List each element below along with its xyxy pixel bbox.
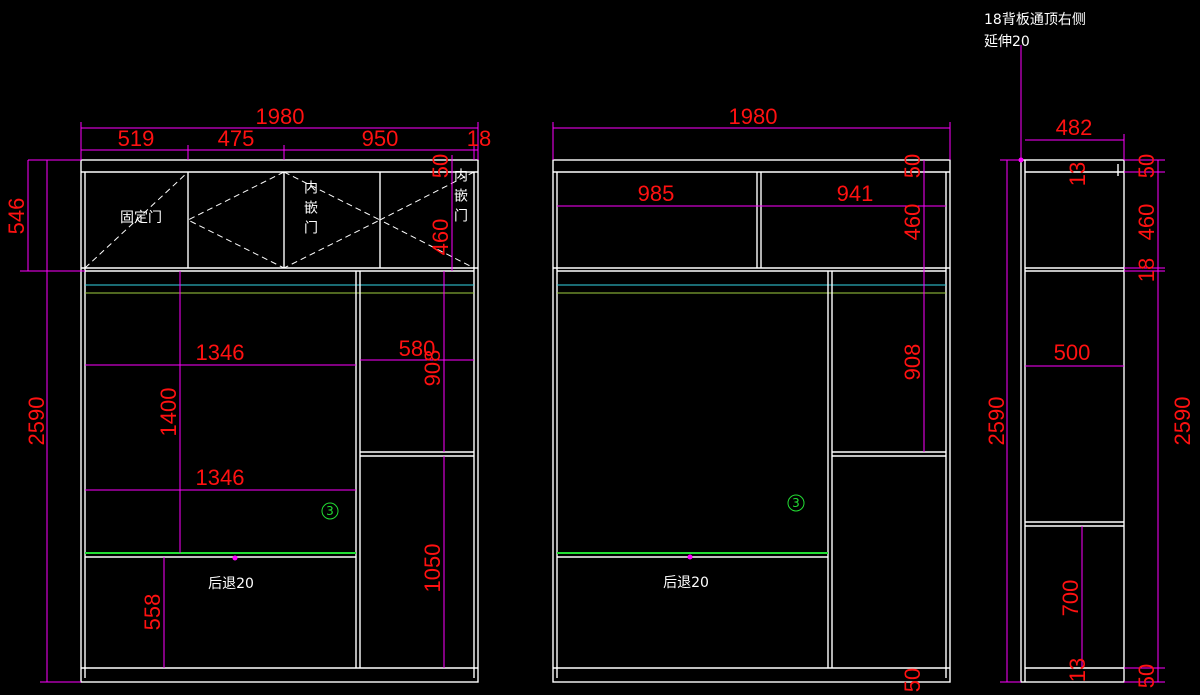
front-seg-3-label: 950 [362, 126, 399, 151]
side-cabinet-outline [1020, 159, 1125, 683]
middle-50-top-label: 50 [900, 154, 925, 178]
front-marker-circle [321, 502, 339, 520]
front-seg-4-label: 18 [467, 126, 491, 151]
middle-cabinet-outline [552, 159, 951, 683]
side-13-top-label: 13 [1065, 162, 1090, 186]
front-1346-lower-label: 1346 [196, 465, 245, 490]
middle-width-label: 1980 [729, 104, 778, 129]
side-13-bottom-label: 13 [1065, 658, 1090, 682]
front-setback-point [232, 555, 238, 561]
front-seg-2-label: 475 [218, 126, 255, 151]
side-700-label: 700 [1058, 580, 1083, 617]
middle-50-bottom-label: 50 [900, 668, 925, 692]
middle-908-label: 908 [900, 344, 925, 381]
front-908-label: 908 [420, 350, 445, 387]
middle-marker-circle [787, 494, 805, 512]
front-top-460-label: 460 [428, 219, 453, 256]
middle-view: 1980 985 941 50 460 908 50 后退20 3 [552, 104, 951, 692]
front-580-label: 580 [399, 336, 436, 361]
side-right-50-top-label: 50 [1134, 154, 1159, 178]
front-marker-label: 3 [326, 504, 334, 518]
front-inner-door-note-2: 内嵌门 [452, 168, 468, 228]
side-500-label: 500 [1054, 340, 1091, 365]
front-fixed-door-diagonal [84, 171, 189, 269]
front-1346-upper-label: 1346 [196, 340, 245, 365]
front-inner-door-3-swing [378, 171, 475, 269]
side-right-50-bottom-label: 50 [1134, 664, 1159, 688]
front-inner-door-note-1: 内嵌门 [302, 180, 318, 240]
front-inner-door-1-swing [186, 171, 285, 269]
front-top-height-label: 546 [4, 198, 29, 235]
side-right-460-label: 460 [1134, 204, 1159, 241]
side-note-line-2: 延伸20 [984, 34, 1030, 50]
front-cabinet-outline [80, 159, 479, 683]
middle-460-label: 460 [900, 204, 925, 241]
middle-941-label: 941 [837, 181, 874, 206]
side-left-height-label: 2590 [984, 397, 1009, 446]
middle-setback-point [687, 554, 693, 560]
front-1400-label: 1400 [156, 388, 181, 437]
front-height-label: 2590 [24, 397, 49, 446]
side-view: 18背板通顶右侧 延伸20 482 500 2590 2590 13 700 1… [984, 12, 1195, 688]
middle-marker-label: 3 [792, 496, 800, 510]
side-right-height-label: 2590 [1170, 397, 1195, 446]
front-setback-note: 后退20 [208, 576, 254, 592]
middle-985-label: 985 [638, 181, 675, 206]
side-482-label: 482 [1056, 115, 1093, 140]
front-inner-door-2-swing [283, 171, 382, 269]
front-top-50-label: 50 [428, 154, 453, 178]
front-view: 1980 519 475 950 18 2590 546 50 460 1346… [4, 104, 491, 683]
side-note-line-1: 18背板通顶右侧 [984, 12, 1086, 28]
front-width-label: 1980 [256, 104, 305, 129]
front-fixed-door-note: 固定门 [120, 210, 162, 226]
middle-setback-note: 后退20 [663, 575, 709, 591]
front-1050-label: 1050 [420, 544, 445, 593]
front-seg-1-label: 519 [118, 126, 155, 151]
front-558-label: 558 [140, 594, 165, 631]
side-right-18-label: 18 [1134, 258, 1159, 282]
